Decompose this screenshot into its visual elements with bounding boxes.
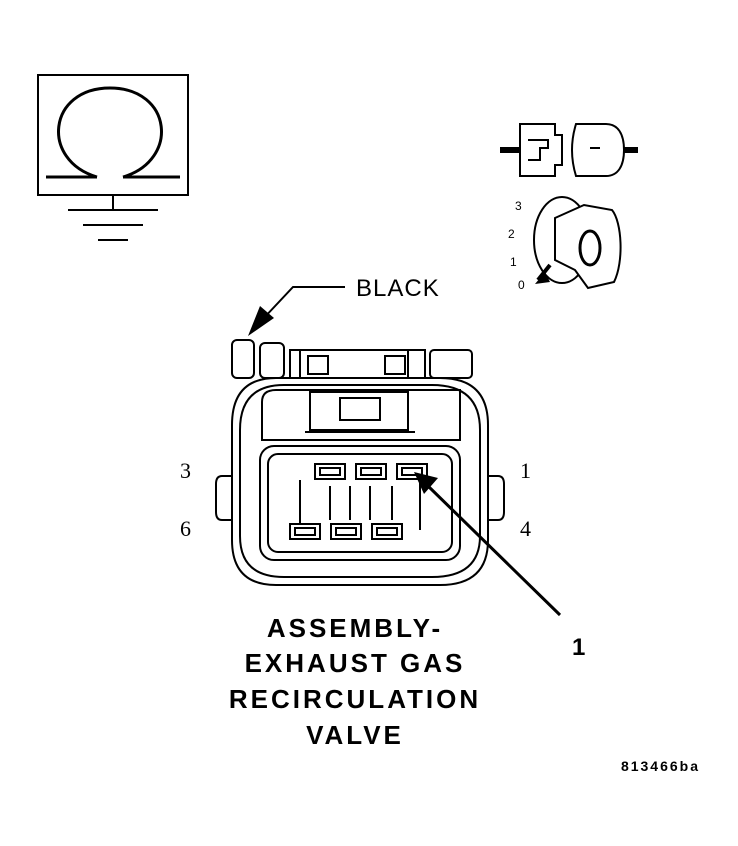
title-line-2: EXHAUST GAS bbox=[245, 648, 466, 678]
ignition-position-2: 2 bbox=[508, 227, 515, 241]
pin-cavity-3-contact bbox=[319, 467, 341, 476]
pin-label-4: 4 bbox=[520, 516, 531, 541]
component-title: ASSEMBLY- EXHAUST GAS RECIRCULATION VALV… bbox=[229, 613, 481, 750]
ohm-meter-icon bbox=[37, 74, 189, 196]
ignition-position-3: 3 bbox=[515, 199, 522, 213]
wire-color-arrow bbox=[248, 286, 345, 336]
callout-number: 1 bbox=[572, 634, 585, 661]
callout-arrow bbox=[414, 472, 562, 617]
pin-cavity-5-contact bbox=[335, 527, 357, 536]
pin-cavity-4-contact bbox=[376, 527, 398, 536]
pin-label-3: 3 bbox=[180, 458, 191, 483]
wire-color-label: BLACK bbox=[356, 275, 440, 302]
pin-cavity-2-contact bbox=[360, 467, 382, 476]
ignition-position-1: 1 bbox=[510, 255, 517, 269]
pin-label-6: 6 bbox=[180, 516, 191, 541]
ignition-key-icon: 3 2 1 0 bbox=[508, 196, 622, 292]
ignition-position-0: 0 bbox=[518, 278, 525, 292]
title-line-1: ASSEMBLY- bbox=[267, 613, 443, 643]
ground-icon bbox=[68, 195, 158, 241]
pin-cavity-1-contact bbox=[401, 467, 423, 476]
title-line-3: RECIRCULATION bbox=[229, 684, 481, 714]
pin-label-1: 1 bbox=[520, 458, 531, 483]
connector-face bbox=[215, 339, 505, 586]
title-line-4: VALVE bbox=[306, 720, 404, 750]
pin-cavities bbox=[289, 463, 428, 540]
disconnected-connector-icon bbox=[500, 123, 638, 177]
figure-reference: 813466ba bbox=[621, 758, 700, 774]
pin-cavity-6-contact bbox=[294, 527, 316, 536]
